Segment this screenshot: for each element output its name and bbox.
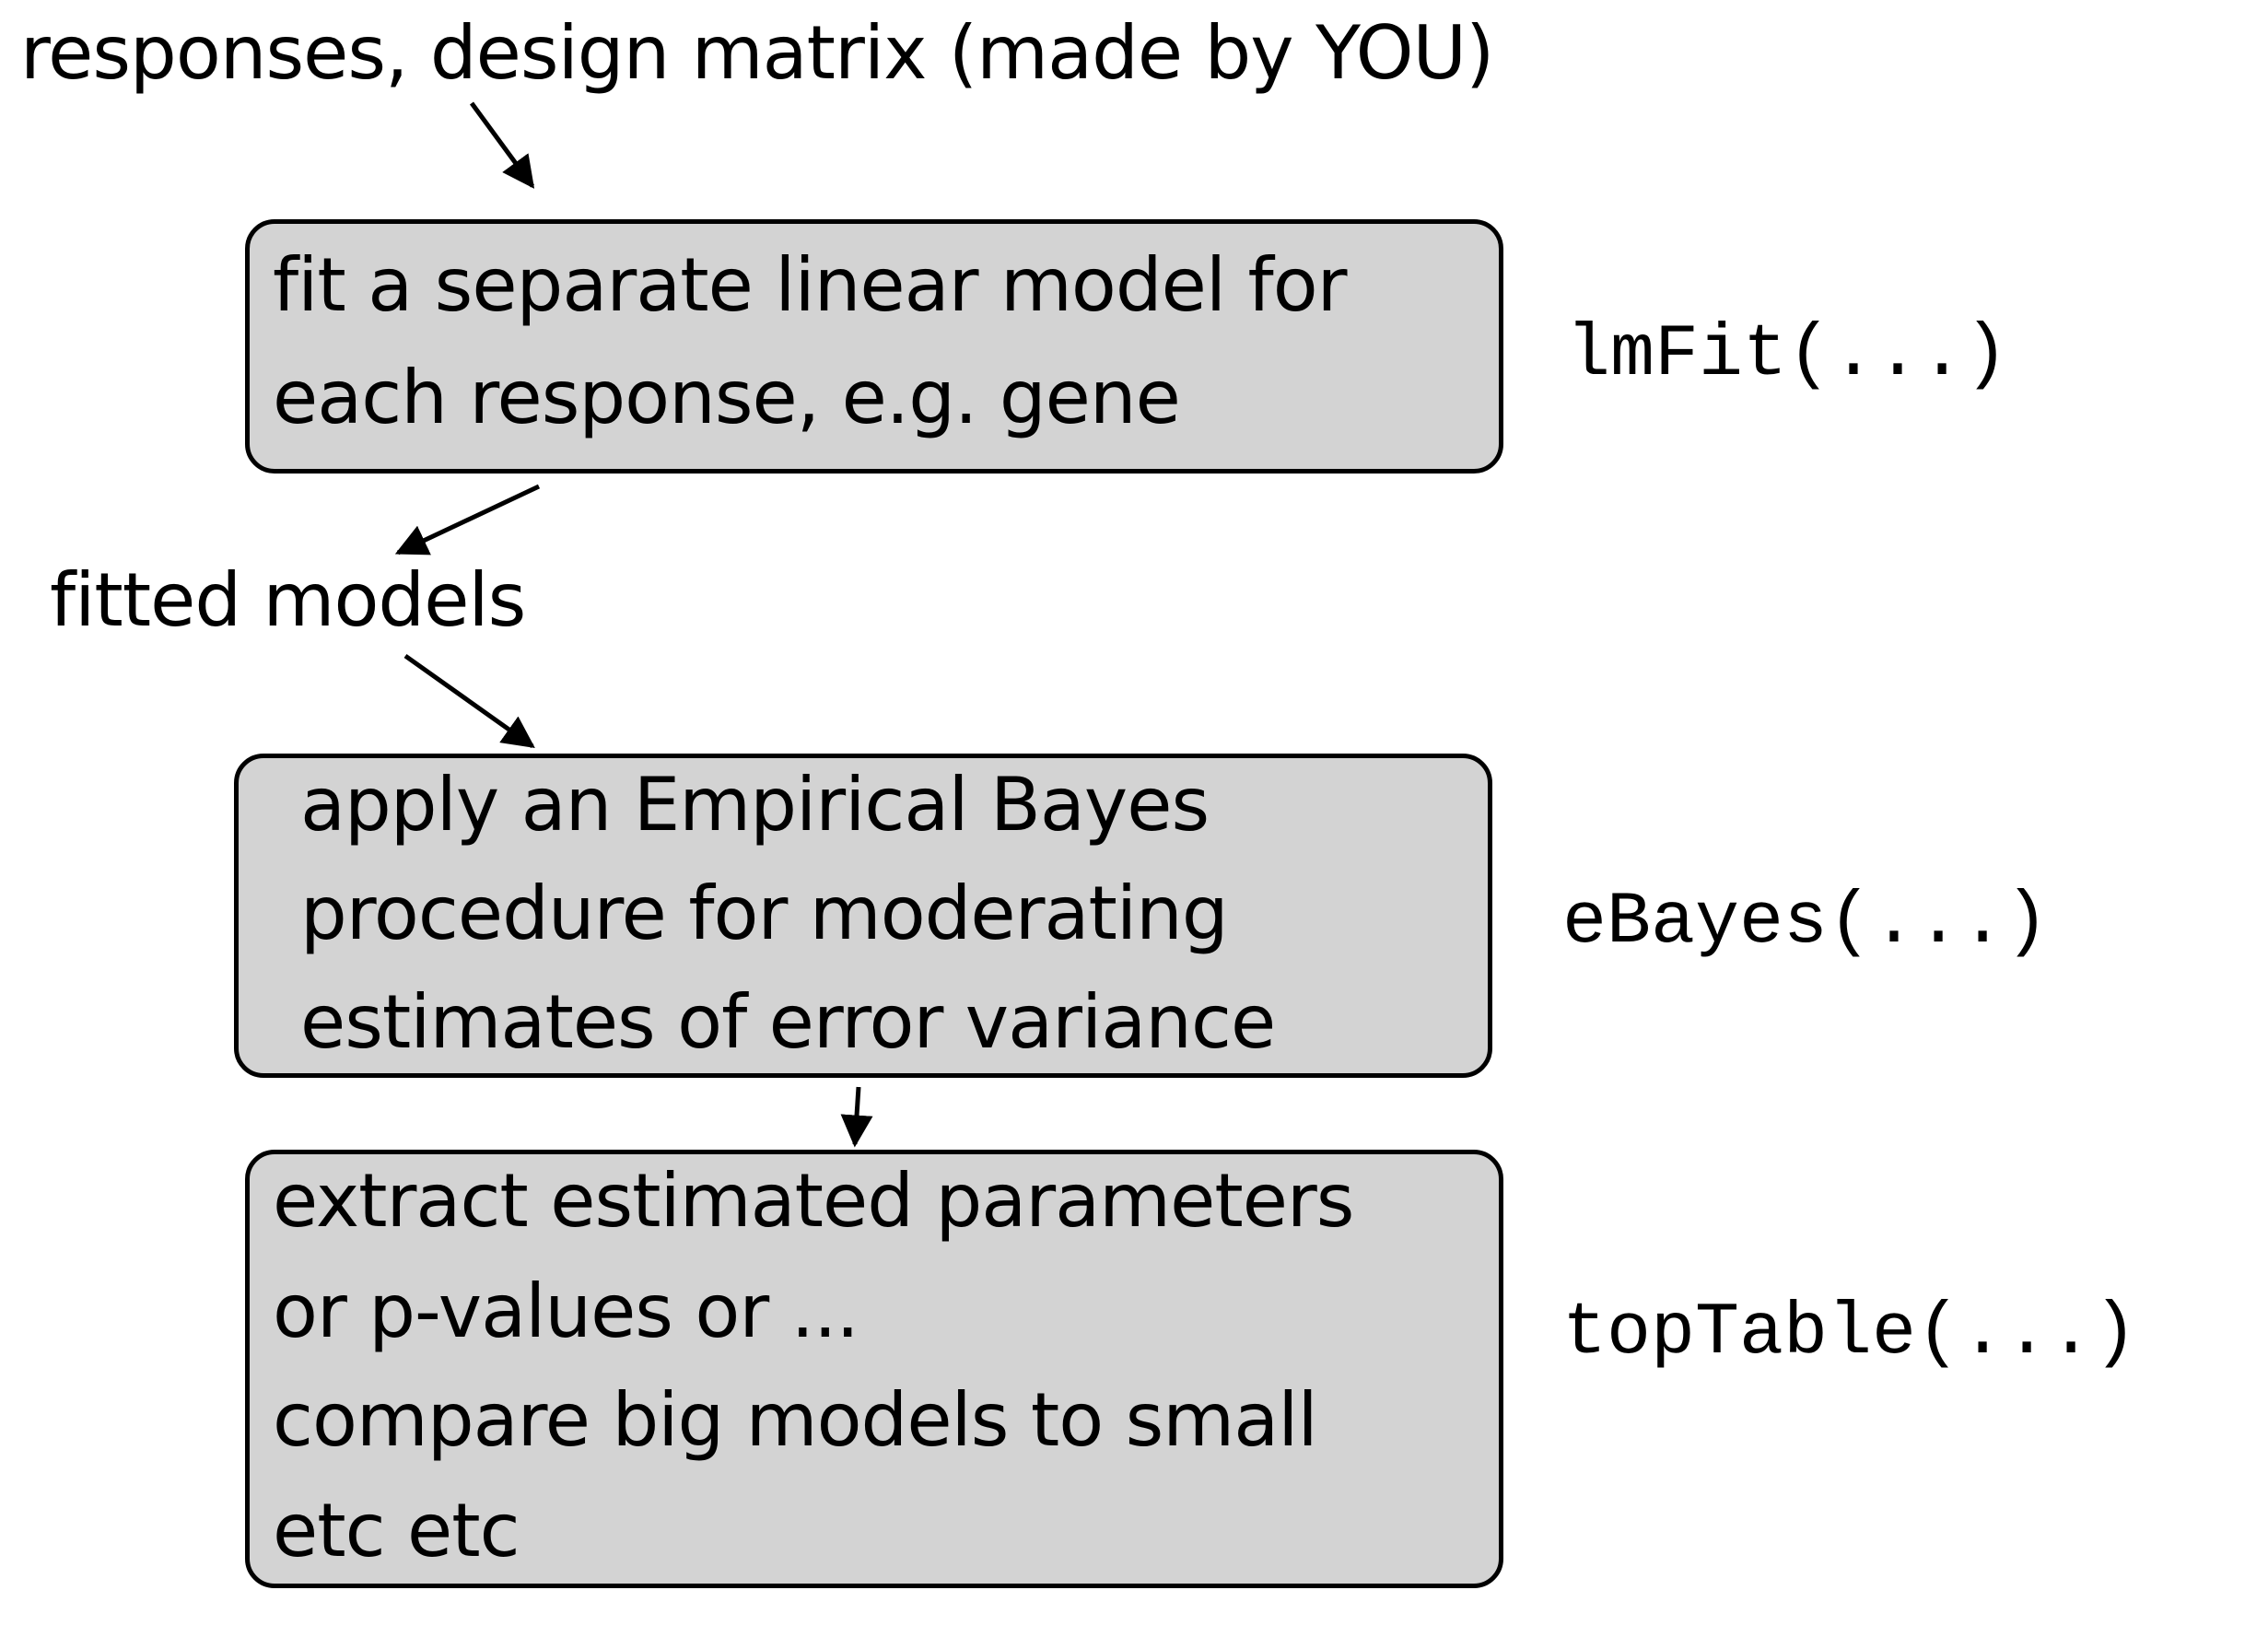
step-ebayes-line-2: procedure for moderating	[300, 871, 1229, 956]
arrow-fitted-models-to-ebayes	[403, 653, 535, 749]
arrow-ebayes-to-toptable	[840, 1086, 873, 1148]
step-toptable-line-2: or p-values or ...	[273, 1269, 859, 1354]
function-lmfit: lmFit(...)	[1566, 313, 2009, 397]
step-ebayes-line-3: estimates of error variance	[300, 979, 1276, 1065]
step-ebayes-line-1: apply an Empirical Bayes	[300, 762, 1210, 848]
function-toptable: topTable(...)	[1562, 1292, 2138, 1375]
step-toptable-line-1: extract estimated parameters	[273, 1158, 1354, 1244]
step-lmfit-line-1: fit a separate linear model for	[273, 242, 1348, 328]
arrow-lmfit-to-fitted-models	[394, 484, 541, 555]
step-box-toptable	[245, 1150, 1503, 1588]
step-toptable-line-3: compare big models to small	[273, 1377, 1318, 1463]
fitted-models-label: fitted models	[50, 557, 526, 643]
step-toptable-line-4: etc etc	[273, 1488, 520, 1573]
step-box-ebayes	[234, 754, 1492, 1078]
arrow-input-to-lmfit	[469, 101, 535, 189]
function-ebayes: eBayes(...)	[1562, 881, 2050, 965]
step-lmfit-line-2: each response, e.g. gene	[273, 355, 1181, 440]
step-box-lmfit	[245, 219, 1503, 474]
input-label: responses, design matrix (made by YOU)	[20, 10, 1494, 96]
